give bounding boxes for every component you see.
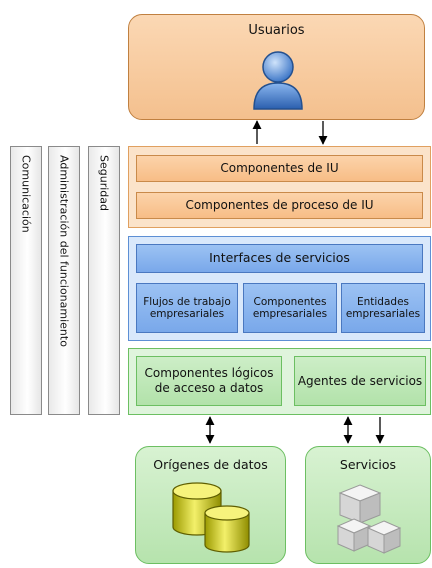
data-sources-box: Orígenes de datos bbox=[135, 446, 286, 564]
sidebar-administracion: Administración del funcionamiento bbox=[48, 146, 80, 415]
data-access-logic-box: Componentes lógicos de acceso a datos bbox=[136, 356, 282, 406]
services-title: Servicios bbox=[339, 457, 397, 472]
sidebar-label-seguridad: Seguridad bbox=[97, 155, 111, 211]
service-agents-box: Agentes de servicios bbox=[294, 356, 426, 406]
users-box: Usuarios bbox=[128, 14, 425, 120]
data-sources-title: Orígenes de datos bbox=[153, 457, 268, 472]
services-box: Servicios bbox=[305, 446, 431, 564]
users-title: Usuarios bbox=[248, 23, 305, 38]
data-access-layer: Componentes lógicos de acceso a datos Ag… bbox=[128, 348, 431, 415]
ui-process-components-box: Componentes de proceso de IU bbox=[136, 192, 423, 219]
business-layer: Interfaces de servicios Flujos de trabaj… bbox=[128, 236, 431, 341]
sidebar-label-comunicacion: Comunicación bbox=[19, 155, 33, 233]
service-interfaces-box: Interfaces de servicios bbox=[136, 244, 423, 273]
workflows-box: Flujos de trabajo empresariales bbox=[136, 283, 238, 333]
database-icon bbox=[172, 482, 250, 553]
business-components-box: Componentes empresariales bbox=[243, 283, 337, 333]
user-icon bbox=[253, 51, 303, 110]
sidebar-comunicacion: Comunicación bbox=[10, 146, 42, 415]
sidebar-label-administracion: Administración del funcionamiento bbox=[57, 155, 71, 347]
ui-components-box: Componentes de IU bbox=[136, 155, 423, 182]
business-entities-box: Entidades empresariales bbox=[341, 283, 425, 333]
sidebar-seguridad: Seguridad bbox=[88, 146, 120, 415]
presentation-layer: Componentes de IU Componentes de proceso… bbox=[128, 146, 431, 228]
cubes-icon bbox=[336, 484, 402, 554]
